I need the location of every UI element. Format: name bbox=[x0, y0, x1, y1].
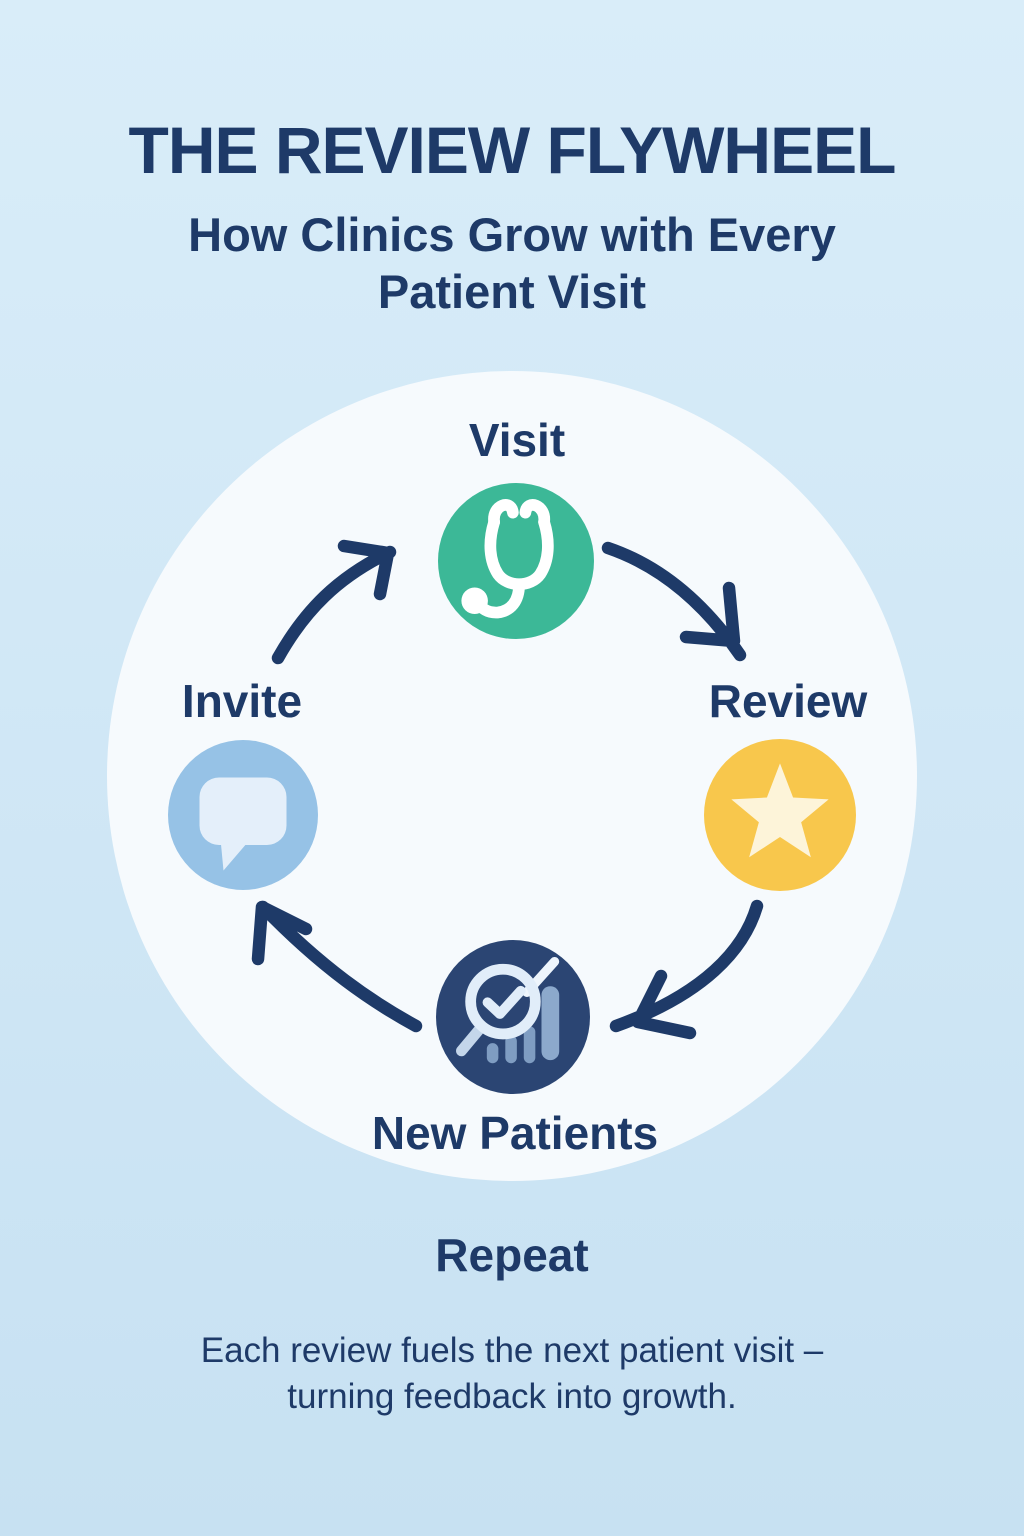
node-new-patients bbox=[436, 940, 590, 1094]
arrow-new-patients-to-invite bbox=[251, 900, 423, 1033]
stethoscope-icon bbox=[461, 499, 554, 619]
node-review bbox=[704, 739, 856, 891]
node-visit bbox=[438, 483, 594, 639]
page-title: THE REVIEW FLYWHEEL bbox=[128, 113, 897, 187]
label-invite: Invite bbox=[181, 675, 303, 727]
footer-caption: Each review fuels the next patient visit… bbox=[200, 1331, 824, 1417]
repeat-label: Repeat bbox=[435, 1229, 589, 1281]
arrow-visit-to-review bbox=[601, 541, 747, 662]
label-visit: Visit bbox=[468, 414, 566, 466]
growth-check-magnifier-icon bbox=[456, 956, 560, 1064]
subtitle: How Clinics Grow with Every Patient Visi… bbox=[188, 208, 836, 319]
label-new-patients: New Patients bbox=[371, 1107, 659, 1159]
star-icon bbox=[731, 763, 829, 858]
arrow-review-to-new-patients bbox=[609, 899, 764, 1040]
speech-bubble-icon bbox=[199, 777, 287, 871]
label-review: Review bbox=[708, 675, 868, 727]
arrow-invite-to-visit bbox=[271, 539, 397, 665]
node-invite bbox=[168, 740, 318, 890]
